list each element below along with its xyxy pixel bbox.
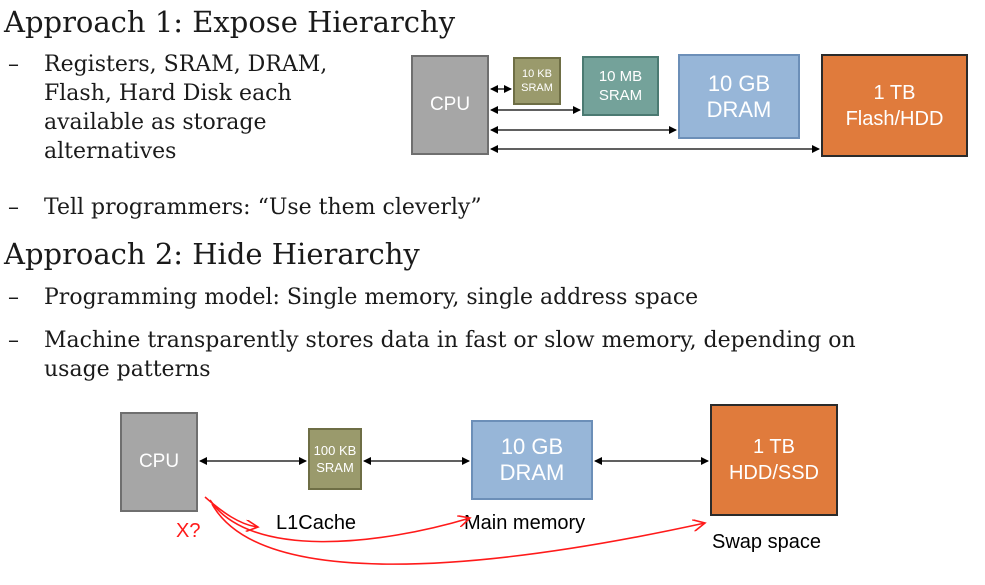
d2-swap-space-label: Swap space (712, 531, 821, 553)
d1-sram-10kb-box: 10 KB SRAM (513, 57, 561, 105)
approach1-bullet-1: – Registers, SRAM, DRAM, Flash, Hard Dis… (8, 50, 398, 166)
d1-cpu-box: CPU (411, 55, 489, 155)
approach2-bullet-1: – Programming model: Single memory, sing… (8, 283, 968, 312)
d2-l1-cache-box: 100 KB SRAM (308, 428, 362, 490)
d1-dram-box: 10 GB DRAM (678, 54, 800, 139)
bullet-dash: – (8, 285, 19, 310)
d2-red-arrow-to-cache (204, 496, 258, 527)
bullet-text: Tell programmers: “Use them cleverly” (44, 195, 482, 220)
approach1-heading: Approach 1: Expose Hierarchy (4, 5, 456, 39)
approach2-heading: Approach 2: Hide Hierarchy (4, 237, 420, 271)
d2-red-arrow-to-main-memory (209, 499, 470, 543)
bullet-text: Registers, SRAM, DRAM, Flash, Hard Disk … (44, 52, 328, 164)
bullet-dash: – (8, 52, 19, 77)
d2-main-memory-label: Main memory (464, 512, 586, 534)
d1-sram-10mb-box: 10 MB SRAM (582, 56, 659, 116)
d2-red-arrow-to-swap (211, 503, 705, 565)
bullet-text: Machine transparently stores data in fas… (44, 328, 856, 382)
approach2-bullet-2: – Machine transparently stores data in f… (8, 326, 888, 384)
approach1-bullet-2: – Tell programmers: “Use them cleverly” (8, 193, 768, 222)
d2-dram-box: 10 GB DRAM (471, 420, 593, 500)
bullet-dash: – (8, 195, 19, 220)
d2-cpu-bypass-mark: X? (176, 520, 201, 542)
bullet-dash: – (8, 328, 19, 353)
d1-flash-hdd-box: 1 TB Flash/HDD (821, 54, 968, 157)
d2-l1-cache-label: L1Cache (276, 512, 357, 534)
bullet-text: Programming model: Single memory, single… (44, 285, 699, 310)
d2-hdd-ssd-box: 1 TB HDD/SSD (710, 404, 838, 516)
d2-cpu-box: CPU (120, 412, 198, 512)
